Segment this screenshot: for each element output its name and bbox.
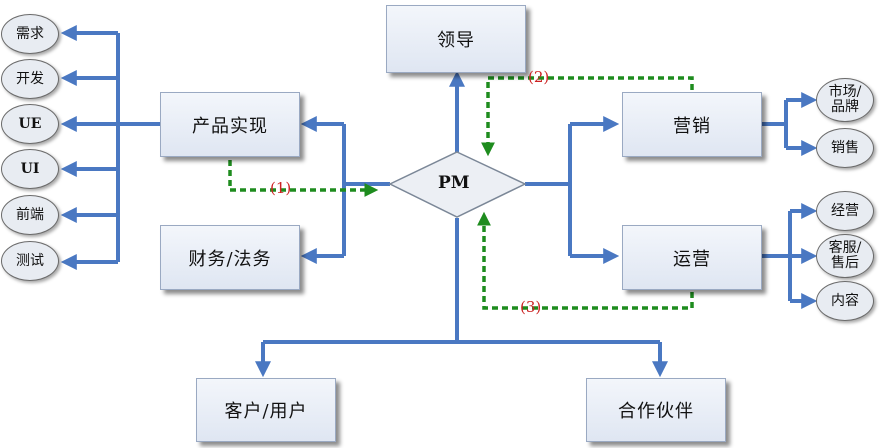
finance-box: 财务/法务 <box>160 225 300 290</box>
step-label-1: (1) <box>270 179 292 197</box>
leader-box: 领导 <box>386 5 526 73</box>
oval-service-line1: 客服/ <box>828 240 862 256</box>
oval-market-brand-line2: 品牌 <box>831 99 859 115</box>
product-box: 产品实现 <box>160 92 300 157</box>
oval-ue: UE <box>1 104 59 144</box>
oval-market-brand-line1: 市场/ <box>828 84 862 100</box>
step-label-3: (3) <box>520 298 542 316</box>
oval-testing-label: 测试 <box>16 252 44 269</box>
operations-box: 运营 <box>622 225 762 290</box>
pm-right-connectors <box>525 116 620 264</box>
oval-service-line2: 售后 <box>831 255 859 271</box>
marketing-label: 营销 <box>673 115 711 137</box>
customer-label: 客户/用户 <box>224 401 308 422</box>
oval-sales-label: 销售 <box>831 139 859 156</box>
oval-content: 内容 <box>816 281 874 321</box>
oval-business: 经营 <box>816 191 874 231</box>
oval-market-brand: 市场/ 品牌 <box>816 78 874 122</box>
oval-development: 开发 <box>1 59 59 99</box>
dashed-path-3 <box>477 211 694 310</box>
marketing-box: 营销 <box>622 92 762 157</box>
pm-label: PM <box>438 173 470 193</box>
operations-oval-connectors <box>762 203 818 309</box>
product-label: 产品实现 <box>192 115 268 137</box>
oval-ui-label: UI <box>20 160 40 177</box>
left-oval-connectors <box>60 25 160 270</box>
oval-requirement-label: 需求 <box>16 25 44 42</box>
oval-frontend: 前端 <box>1 195 59 235</box>
oval-ue-label: UE <box>18 115 42 132</box>
oval-service: 客服/ 售后 <box>816 234 874 278</box>
customer-box: 客户/用户 <box>196 378 336 442</box>
step-label-2: (2) <box>528 68 550 86</box>
operations-label: 运营 <box>673 248 711 270</box>
finance-label: 财务/法务 <box>188 248 272 270</box>
oval-frontend-label: 前端 <box>16 206 44 223</box>
marketing-oval-connectors <box>762 92 818 156</box>
partner-label: 合作伙伴 <box>618 401 694 422</box>
partner-box: 合作伙伴 <box>586 378 726 442</box>
oval-business-label: 经营 <box>831 202 859 219</box>
pm-bottom-connectors <box>255 218 668 378</box>
oval-content-label: 内容 <box>831 292 859 309</box>
oval-sales: 销售 <box>816 128 874 168</box>
leader-label: 领导 <box>437 30 475 51</box>
oval-development-label: 开发 <box>16 70 44 87</box>
dashed-path-1 <box>228 160 379 197</box>
pm-diamond <box>388 151 527 218</box>
oval-testing: 测试 <box>1 241 59 281</box>
oval-ui: UI <box>1 149 59 189</box>
oval-requirement: 需求 <box>1 14 59 54</box>
dashed-path-2 <box>481 76 694 157</box>
